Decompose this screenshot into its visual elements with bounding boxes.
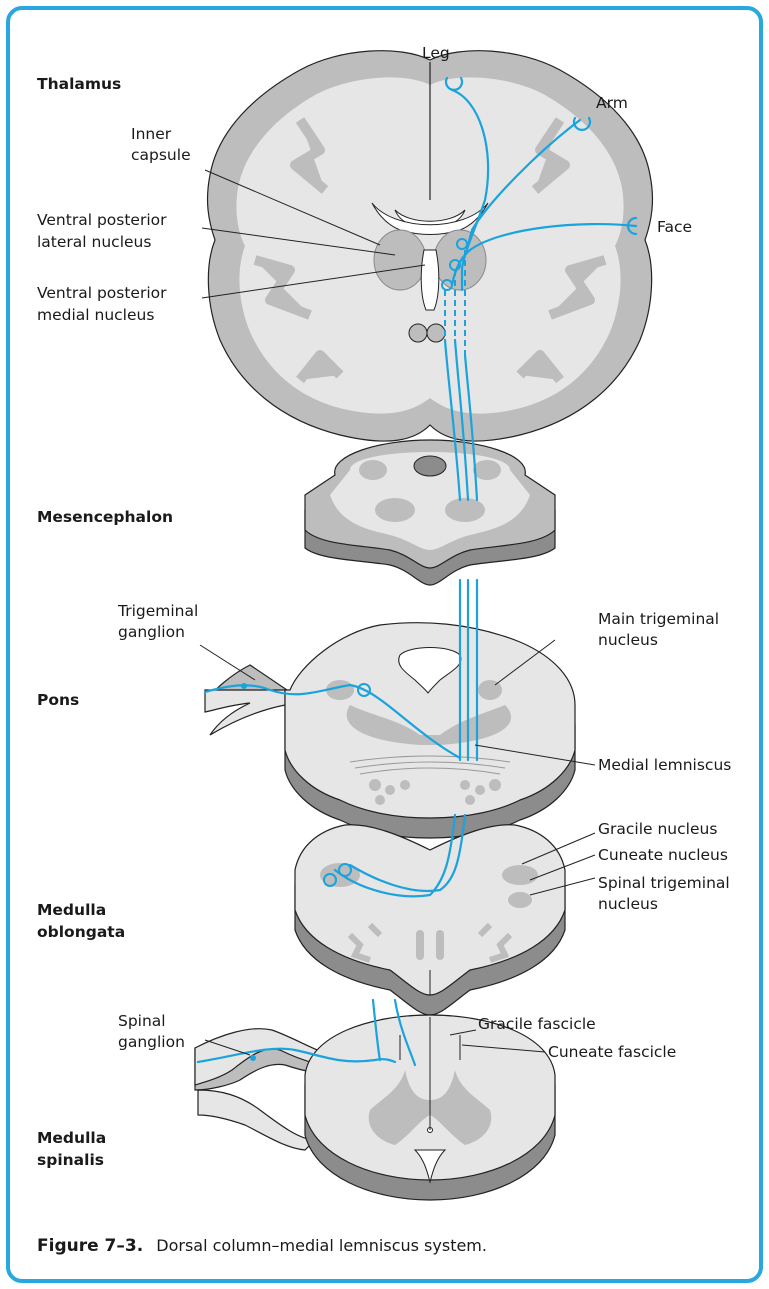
- section-label-medulla-spinalis-2: spinalis: [37, 1151, 104, 1169]
- figure-caption: Figure 7–3. Dorsal column–medial lemnisc…: [37, 1236, 487, 1256]
- label-vpl-1: Ventral posterior: [37, 211, 167, 229]
- label-main-trigeminal-2: nucleus: [598, 631, 658, 649]
- label-spinal-trigeminal-1: Spinal trigeminal: [598, 874, 730, 892]
- label-medial-lemniscus: Medial lemniscus: [598, 756, 731, 774]
- section-label-thalamus: Thalamus: [37, 75, 121, 93]
- section-label-medulla-oblongata-1: Medulla: [37, 901, 106, 919]
- label-trigeminal-ganglion-1: Trigeminal: [117, 602, 198, 620]
- label-leg: Leg: [422, 44, 450, 62]
- label-vpm-2: medial nucleus: [37, 306, 154, 324]
- label-face: Face: [657, 218, 692, 236]
- label-arm: Arm: [596, 94, 628, 112]
- brain-coronal-section: [208, 51, 653, 441]
- section-label-medulla-spinalis-1: Medulla: [37, 1129, 106, 1147]
- label-vpl-2: lateral nucleus: [37, 233, 151, 251]
- label-main-trigeminal-1: Main trigeminal: [598, 610, 719, 628]
- label-cuneate-fascicle: Cuneate fascicle: [548, 1043, 676, 1061]
- label-gracile-nucleus: Gracile nucleus: [598, 820, 717, 838]
- caption-text: Dorsal column–medial lemniscus system.: [156, 1236, 487, 1255]
- label-vpm-1: Ventral posterior: [37, 284, 167, 302]
- label-trigeminal-ganglion-2: ganglion: [118, 623, 185, 641]
- caption-number: Figure 7–3.: [37, 1236, 143, 1256]
- section-label-medulla-oblongata-2: oblongata: [37, 923, 125, 941]
- section-label-mesencephalon: Mesencephalon: [37, 508, 173, 526]
- label-spinal-trigeminal-2: nucleus: [598, 895, 658, 913]
- label-spinal-ganglion-2: ganglion: [118, 1033, 185, 1051]
- section-label-pons: Pons: [37, 691, 79, 709]
- label-spinal-ganglion-1: Spinal: [118, 1012, 166, 1030]
- label-inner-capsule-2: capsule: [131, 146, 191, 164]
- label-gracile-fascicle: Gracile fascicle: [478, 1015, 596, 1033]
- label-cuneate-nucleus: Cuneate nucleus: [598, 846, 728, 864]
- label-inner-capsule-1: Inner: [131, 125, 172, 143]
- caption: Figure 7–3. Dorsal column–medial lemnisc…: [37, 1236, 487, 1256]
